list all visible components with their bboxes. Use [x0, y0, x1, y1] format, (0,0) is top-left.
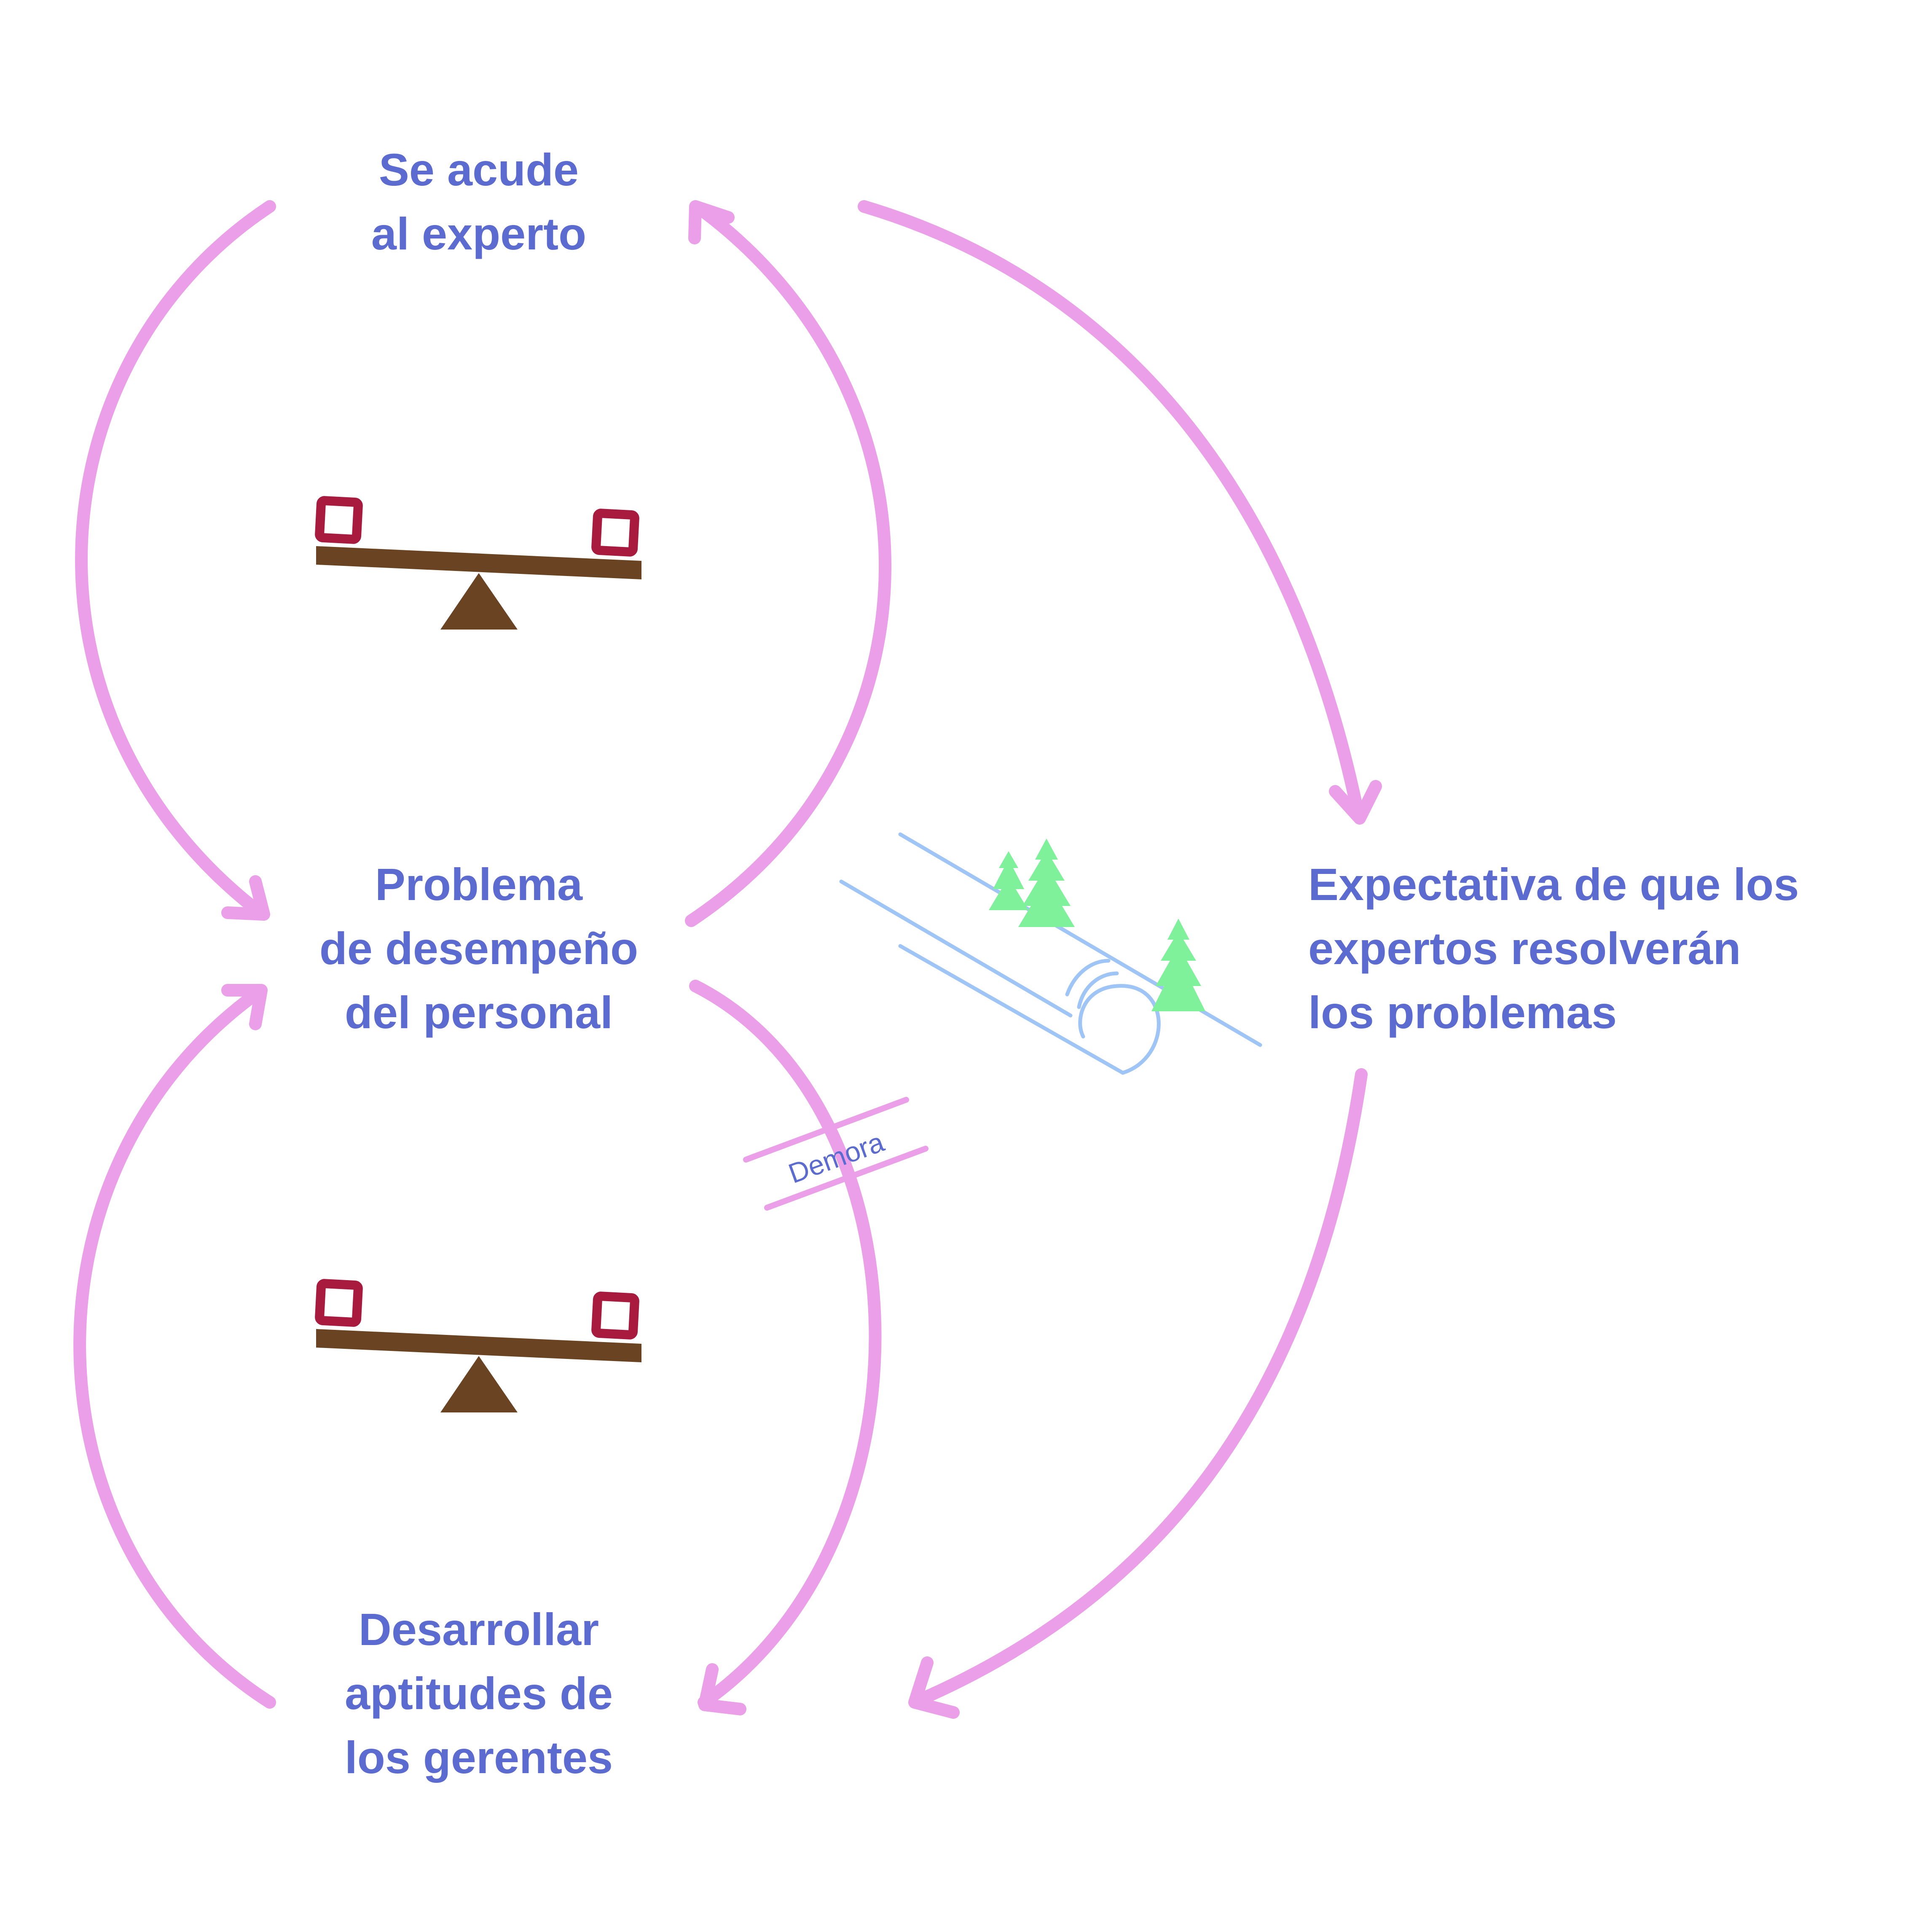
delay-line-top — [743, 1097, 909, 1163]
arrowhead-problema-lower-left — [221, 984, 268, 1030]
seesaw-fulcrum — [440, 1356, 518, 1412]
slope-line-middle — [839, 879, 1073, 1018]
node-experto-line-2: al experto — [371, 208, 586, 259]
node-problema-line-1: Problema — [375, 859, 583, 910]
link-expectativa-to-desarrollar — [912, 1068, 1368, 1707]
seesaw-plank — [316, 1329, 641, 1362]
node-desarrollar-line-3: los gerentes — [345, 1732, 613, 1783]
link-experto-to-expectativa — [858, 200, 1363, 815]
node-desarrollar: Desarrollar aptitudes de los gerentes — [345, 1604, 613, 1783]
node-expectativa-line-1: Expectativa de que los — [1308, 859, 1799, 910]
seesaw-weight-left — [315, 1279, 363, 1327]
arrowhead-problema-upper-left — [221, 875, 270, 921]
delay-marker: Demora — [743, 1097, 928, 1211]
seesaw-icon — [315, 1279, 641, 1412]
arrowhead-desarrollar-right — [698, 1663, 746, 1715]
node-experto-line-1: Se acude — [379, 144, 579, 195]
slope-line-bottom — [898, 944, 1125, 1075]
tree-small — [989, 851, 1028, 910]
arrowhead-expectativa — [1329, 780, 1382, 825]
node-problema-line-2: de desempeño — [319, 923, 638, 974]
seesaw-weight-right — [591, 1292, 639, 1340]
link-desarrollar-to-problema — [73, 988, 276, 1709]
motion-line-1 — [1077, 971, 1119, 1009]
node-expectativa-line-2: expertos resolverán — [1308, 923, 1741, 974]
node-desarrollar-line-2: aptitudes de — [345, 1668, 613, 1719]
node-desarrollar-line-1: Desarrollar — [359, 1604, 599, 1655]
seesaw-plank — [316, 546, 641, 579]
delay-line-bottom — [764, 1146, 928, 1211]
node-problema-line-3: del personal — [345, 987, 613, 1038]
snowball — [1078, 984, 1161, 1075]
tree-large — [1018, 839, 1075, 927]
seesaw-weight-right — [591, 509, 639, 557]
link-problema-to-experto — [685, 202, 891, 927]
node-expectativa: Expectativa de que los expertos resolver… — [1308, 859, 1799, 1038]
node-problema: Problema de desempeño del personal — [319, 859, 638, 1038]
snowball-icon — [839, 832, 1262, 1075]
seesaw-icon — [315, 496, 641, 630]
link-experto-to-problema — [75, 200, 276, 916]
arrowhead-desarrollar-outer — [908, 1656, 960, 1719]
seesaw-weight-left — [315, 496, 363, 544]
node-expectativa-line-3: los problemas — [1308, 987, 1617, 1038]
link-problema-to-desarrollar — [689, 980, 882, 1709]
tree-right — [1151, 919, 1205, 1011]
motion-line-2 — [1065, 959, 1111, 997]
node-experto: Se acude al experto — [371, 144, 586, 259]
arrowhead-experto-right — [688, 200, 735, 244]
seesaw-fulcrum — [440, 573, 518, 630]
